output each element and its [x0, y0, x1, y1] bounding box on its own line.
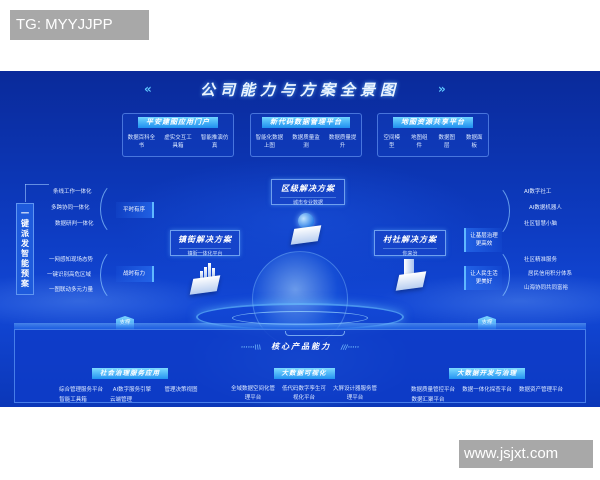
poster-title-row: « 公司能力与方案全景图 »	[0, 79, 600, 105]
card-heading: 新代码数据管理平台	[262, 117, 350, 128]
connector-line	[25, 184, 26, 202]
card-item: 数据图层	[438, 135, 455, 149]
solution-title: 村社解决方案	[383, 235, 437, 244]
card-item: 数据质量提升	[328, 135, 357, 149]
card-item: 地图组件	[410, 135, 428, 149]
left-lower-item: 一键识别高危区域	[47, 272, 92, 278]
product-item: AI数字服务引擎	[112, 387, 152, 393]
bar-chart-icon	[200, 263, 215, 279]
globe-icon	[298, 213, 314, 229]
card-heading: 平安建图应用门户	[138, 117, 218, 128]
product-item: 全域数据空间化管理平台	[230, 386, 275, 401]
decor-arc	[100, 181, 140, 237]
right-upper-item: AI数字社工	[524, 189, 552, 195]
street-solution-box: 镇街解决方案 镇街一体化平台	[170, 230, 240, 257]
right-upper-item: AI数据机器人	[529, 205, 562, 211]
chevron-left-icon: «	[144, 82, 152, 96]
card-item: 智能推演仿真	[200, 135, 229, 149]
product-item: 数据质量管控平台	[410, 387, 455, 393]
product-heading: 大数据可视化	[273, 368, 335, 379]
card-item: 数据面板	[465, 135, 483, 149]
product-heading: 大数据开发与治理	[449, 368, 525, 379]
card-item: 虚实交互工具箱	[164, 135, 192, 149]
tag-peacetime-order: 平时有序	[116, 202, 154, 218]
watermark-top-left: TG: MYYJJPP	[10, 10, 149, 40]
left-upper-item: 条线工作一体化	[53, 189, 92, 195]
core-title: ······\\\ 核心产品能力 ///·····	[15, 341, 585, 352]
top-card-map-sharing: 地图资源共享平台 空间模型 地图组件 数据图层 数据面板	[377, 113, 489, 157]
core-capability-panel: ······\\\ 核心产品能力 ///····· 社会治理服务应用 综合管理服务平…	[14, 329, 586, 403]
platform-edge	[14, 323, 586, 329]
poster-title: 公司能力与方案全景图	[199, 81, 400, 99]
top-card-portal: 平安建图应用门户 数据百科全书 虚实交互工具箱 智能推演仿真	[122, 113, 234, 157]
capability-overview-poster: « 公司能力与方案全景图 » 平安建图应用门户 数据百科全书 虚实交互工具箱 智…	[0, 71, 600, 407]
watermark-bottom-right: www.jsjxt.com	[459, 440, 593, 468]
core-title-text: 核心产品能力	[271, 342, 332, 351]
one-click-dispatch-label: 一键派发智能预案	[16, 203, 34, 295]
decor-arc	[470, 247, 510, 303]
left-upper-item: 多跨协同一体化	[51, 205, 90, 211]
right-lower-item: 居民信用积分体系	[528, 271, 573, 277]
tag-wartime-strength: 战时有力	[116, 266, 154, 282]
product-column-visualization: 大数据可视化 全域数据空间化管理平台 低代码数字孪生可视化平台 大屏设计器服务管…	[229, 360, 379, 403]
right-lower-item: 山海协同共同富裕	[524, 285, 569, 291]
product-heading: 社会治理服务应用	[92, 368, 168, 379]
product-item: 综合管理服务平台	[58, 387, 103, 393]
card-heading: 地图资源共享平台	[393, 117, 473, 128]
solution-title: 区级解决方案	[281, 184, 335, 193]
right-lower-item: 社区精准服务	[524, 257, 558, 263]
card-item: 数据百科全书	[127, 135, 156, 149]
product-item: 数据汇聚平台	[411, 397, 445, 403]
building-icon	[404, 259, 414, 275]
card-item: 数据质量监测	[292, 135, 320, 149]
left-lower-item: 一图联动多元力量	[49, 287, 94, 293]
product-item: 管理决策视图	[164, 387, 198, 393]
solution-subtitle: 你来治	[383, 248, 437, 257]
product-item: 智能工具箱	[59, 397, 87, 403]
district-solution-box: 区级解决方案 城市专业数据	[271, 179, 345, 206]
chevron-right-icon: »	[438, 82, 446, 96]
right-upper-item: 社区智慧小脑	[524, 221, 558, 227]
product-item: 大屏设计器服务管理平台	[332, 386, 377, 401]
card-item: 智能化数据上图	[255, 135, 284, 149]
solution-title: 镇街解决方案	[178, 235, 232, 244]
solution-subtitle: 镇街一体化平台	[179, 248, 231, 257]
village-solution-box: 村社解决方案 你来治	[374, 230, 446, 257]
left-upper-item: 数据研判一体化	[55, 221, 94, 227]
title-deco-left: ······\\\	[240, 344, 262, 351]
decor-arc	[470, 183, 510, 239]
decor-arc	[100, 247, 140, 303]
product-item: 云端管理	[109, 397, 132, 403]
product-item: 数据资产管理平台	[518, 387, 563, 393]
product-item: 低代码数字孪生可视化平台	[281, 386, 326, 401]
left-lower-item: 一网感知现场态势	[49, 257, 94, 263]
panel-notch	[285, 331, 345, 336]
title-deco-right: ///·····	[341, 344, 360, 351]
top-card-data-management: 新代码数据管理平台 智能化数据上图 数据质量监测 数据质量提升	[250, 113, 362, 157]
solution-subtitle: 城市专业数据	[280, 197, 336, 206]
connector-line	[25, 184, 49, 185]
product-column-social-governance: 社会治理服务应用 综合管理服务平台 AI数字服务引擎 管理决策视图 智能工具箱 …	[55, 360, 205, 405]
card-item: 空间模型	[383, 135, 400, 149]
product-column-data-governance: 大数据开发与治理 数据质量管控平台 数据一体化探查平台 数据资产管理平台 数据汇…	[407, 360, 567, 405]
product-item: 数据一体化探查平台	[462, 387, 512, 393]
